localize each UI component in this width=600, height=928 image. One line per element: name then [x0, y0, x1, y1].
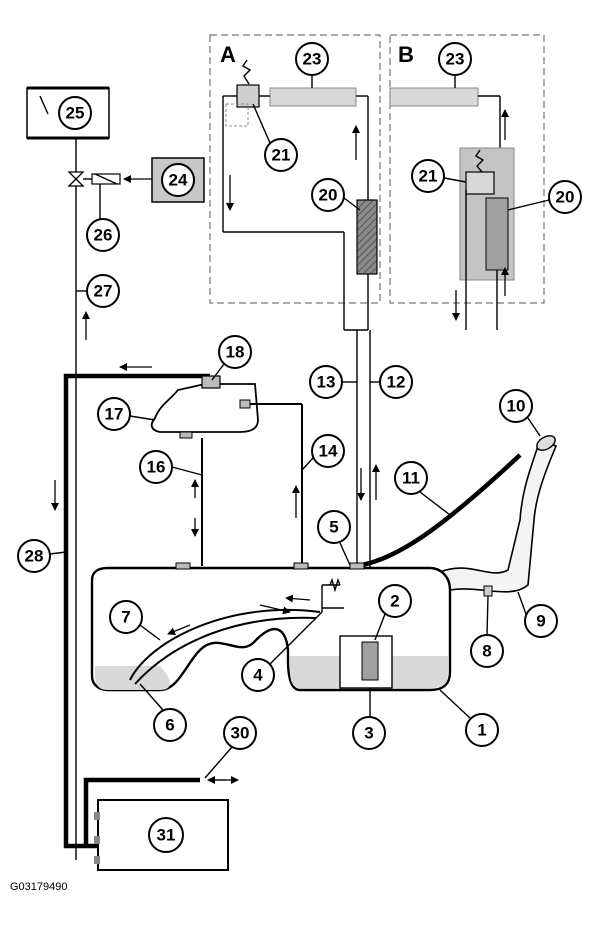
panel-b-callout-20: 20 [548, 180, 582, 214]
callout-12: 12 [379, 365, 413, 399]
callout-27: 27 [86, 274, 120, 308]
svg-text:7: 7 [121, 608, 130, 627]
callout-8: 8 [470, 634, 504, 668]
panel-b-components [389, 87, 515, 330]
callout-2: 2 [378, 584, 412, 618]
callout-6: 6 [153, 708, 187, 742]
panel-a-box [209, 34, 381, 304]
svg-text:30: 30 [231, 724, 250, 743]
callout-31: 31 [148, 817, 184, 853]
callout-18: 18 [218, 335, 252, 369]
callout-3: 3 [352, 716, 386, 750]
svg-text:28: 28 [25, 547, 44, 566]
callout-24: 24 [161, 163, 195, 197]
lower-module [75, 370, 239, 871]
svg-text:8: 8 [482, 642, 491, 661]
svg-text:20: 20 [556, 188, 575, 207]
panel-a-components [222, 59, 378, 330]
svg-text:13: 13 [317, 373, 336, 392]
svg-text:3: 3 [364, 724, 373, 743]
figure-id: G03179490 [10, 881, 68, 893]
svg-text:2: 2 [390, 592, 399, 611]
callout-7: 7 [109, 600, 143, 634]
svg-text:18: 18 [226, 343, 245, 362]
svg-text:21: 21 [272, 146, 291, 165]
callout-30: 30 [223, 716, 257, 750]
svg-text:4: 4 [253, 666, 263, 685]
svg-text:24: 24 [169, 171, 188, 190]
filler-neck [355, 435, 558, 597]
callout-14: 14 [311, 434, 345, 468]
fuel-tank [90, 562, 452, 692]
svg-text:21: 21 [419, 167, 438, 186]
svg-text:23: 23 [446, 50, 465, 69]
callout-4: 4 [241, 658, 275, 692]
callout-13: 13 [309, 365, 343, 399]
panel-b-callout-23: 23 [438, 42, 472, 76]
callout-17: 17 [97, 397, 131, 431]
panel-b-box [389, 34, 545, 304]
panel-b-callout-21: 21 [411, 159, 445, 193]
svg-text:1: 1 [477, 721, 486, 740]
callout-5: 5 [317, 510, 351, 544]
svg-text:14: 14 [319, 442, 338, 461]
svg-text:27: 27 [94, 282, 113, 301]
callout-25: 25 [58, 96, 92, 130]
svg-text:5: 5 [329, 518, 338, 537]
svg-text:20: 20 [319, 186, 338, 205]
callout-26: 26 [86, 218, 120, 252]
svg-text:23: 23 [303, 50, 322, 69]
svg-text:10: 10 [507, 397, 526, 416]
svg-text:31: 31 [157, 826, 176, 845]
callout-16: 16 [139, 450, 173, 484]
svg-text:16: 16 [147, 458, 166, 477]
panel-b-label: B [398, 42, 414, 67]
callout-1: 1 [465, 713, 499, 747]
vent-line [51, 363, 210, 849]
callout-28: 28 [17, 539, 51, 573]
svg-text:25: 25 [66, 104, 85, 123]
liquid-separator [150, 375, 303, 566]
svg-text:6: 6 [165, 716, 174, 735]
svg-text:26: 26 [94, 226, 113, 245]
svg-text:12: 12 [387, 373, 406, 392]
callout-23: 23 [295, 42, 329, 76]
canister-assembly [26, 86, 205, 370]
callout-21: 21 [264, 138, 298, 172]
svg-text:11: 11 [402, 469, 420, 488]
callout-20: 20 [311, 178, 345, 212]
callout-10: 10 [499, 389, 533, 423]
callout-9: 9 [524, 604, 558, 638]
svg-text:17: 17 [105, 405, 124, 424]
svg-text:9: 9 [536, 612, 545, 631]
callout-11: 11 [394, 461, 428, 495]
panel-a-label: A [220, 42, 236, 67]
